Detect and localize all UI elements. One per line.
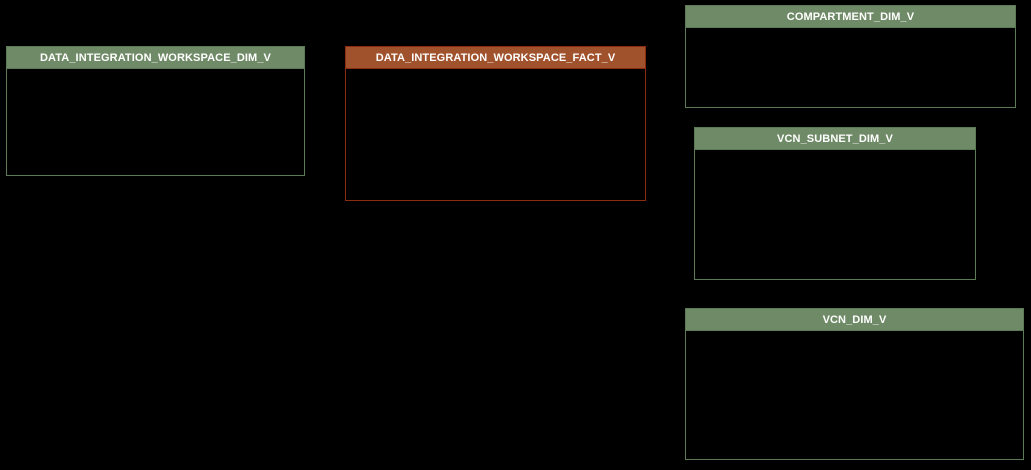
entity-title-data-integration-workspace-dim-v: DATA_INTEGRATION_WORKSPACE_DIM_V — [7, 47, 304, 69]
entity-body-vcn-dim-v — [686, 331, 1023, 459]
entity-title-data-integration-workspace-fact-v: DATA_INTEGRATION_WORKSPACE_FACT_V — [346, 47, 645, 69]
entity-body-data-integration-workspace-dim-v — [7, 69, 304, 175]
entity-vcn-subnet-dim-v[interactable]: VCN_SUBNET_DIM_V — [694, 127, 976, 280]
entity-data-integration-workspace-dim-v[interactable]: DATA_INTEGRATION_WORKSPACE_DIM_V — [6, 46, 305, 176]
entity-body-data-integration-workspace-fact-v — [346, 69, 645, 200]
entity-vcn-dim-v[interactable]: VCN_DIM_V — [685, 308, 1024, 460]
entity-body-compartment-dim-v — [686, 28, 1015, 107]
entity-compartment-dim-v[interactable]: COMPARTMENT_DIM_V — [685, 5, 1016, 108]
entity-body-vcn-subnet-dim-v — [695, 150, 975, 279]
entity-title-compartment-dim-v: COMPARTMENT_DIM_V — [686, 6, 1015, 28]
entity-title-vcn-dim-v: VCN_DIM_V — [686, 309, 1023, 331]
entity-title-vcn-subnet-dim-v: VCN_SUBNET_DIM_V — [695, 128, 975, 150]
entity-data-integration-workspace-fact-v[interactable]: DATA_INTEGRATION_WORKSPACE_FACT_V — [345, 46, 646, 201]
